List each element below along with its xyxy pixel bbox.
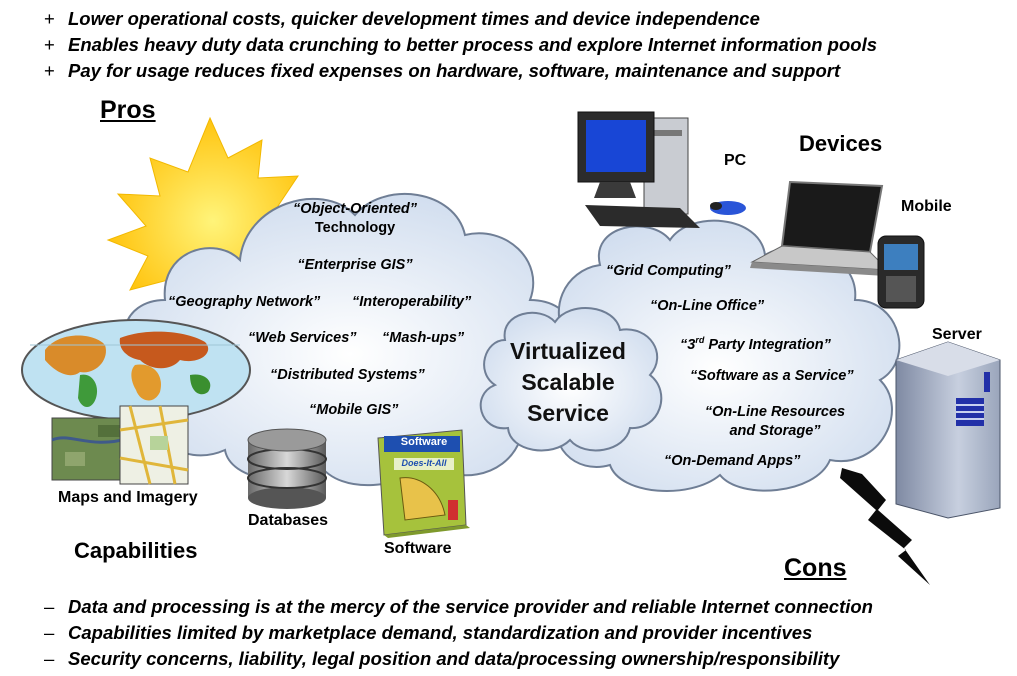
cons-item: –Capabilities limited by marketplace dem…	[44, 622, 813, 643]
maps-label: Maps and Imagery	[58, 489, 198, 506]
pros-item: +Pay for usage reduces fixed expenses on…	[44, 60, 841, 81]
pros-item: +Enables heavy duty data crunching to be…	[44, 34, 878, 55]
right-cloud-saas: “Software as a Service”	[690, 368, 854, 384]
lightning-bolt-icon	[840, 468, 930, 585]
right-cloud-online-resources: “On-Line Resources and Storage”	[704, 404, 846, 439]
database-icon	[247, 428, 327, 509]
box-subtitle: Does-It-All	[401, 458, 447, 468]
mobile-phone-icon	[877, 235, 925, 309]
cons-list: –Data and processing is at the mercy of …	[44, 594, 873, 672]
mobile-label: Mobile	[901, 198, 952, 215]
cons-item: –Data and processing is at the mercy of …	[44, 596, 873, 617]
center-service-title: Virtualized Scalable Service	[510, 338, 626, 426]
left-cloud-mobile-gis: “Mobile GIS”	[309, 402, 399, 418]
center-cloud	[479, 307, 663, 452]
server-icon	[895, 341, 1001, 519]
street-map	[119, 405, 189, 485]
databases-label: Databases	[248, 512, 329, 529]
pc-label: PC	[724, 152, 747, 169]
cons-item: –Security concerns, liability, legal pos…	[44, 648, 840, 669]
left-cloud-enterprise-gis: “Enterprise GIS”	[297, 257, 413, 273]
right-cloud-online-office: “On-Line Office”	[650, 298, 765, 314]
devices-heading: Devices	[799, 131, 883, 156]
left-cloud-distributed-systems: “Distributed Systems”	[270, 367, 425, 383]
box-title: Software	[400, 436, 448, 448]
server-label: Server	[932, 326, 982, 343]
laptop-icon	[750, 180, 890, 276]
aerial-imagery	[51, 417, 131, 481]
right-cloud-grid-computing: “Grid Computing”	[606, 263, 731, 279]
pros-item: +Lower operational costs, quicker develo…	[44, 8, 760, 29]
right-cloud-on-demand: “On-Demand Apps”	[664, 453, 801, 469]
left-cloud-mash-ups: “Mash-ups”	[382, 330, 465, 346]
software-label: Software	[384, 540, 452, 557]
capabilities-heading: Capabilities	[74, 538, 198, 563]
left-cloud-interoperability: “Interoperability”	[352, 294, 472, 310]
right-cloud-third-party: “3rd Party Integration”	[680, 335, 831, 353]
left-cloud-geography-network: “Geography Network”	[168, 294, 321, 310]
cons-heading: Cons	[784, 554, 847, 582]
pc-icon	[577, 111, 746, 228]
pros-heading: Pros	[100, 96, 156, 124]
software-box	[377, 429, 470, 538]
left-cloud-object-oriented: “Object-Oriented” Technology	[292, 201, 418, 236]
left-cloud-web-services: “Web Services”	[248, 330, 357, 346]
world-map-image	[21, 319, 251, 421]
pros-list: +Lower operational costs, quicker develo…	[44, 6, 877, 84]
